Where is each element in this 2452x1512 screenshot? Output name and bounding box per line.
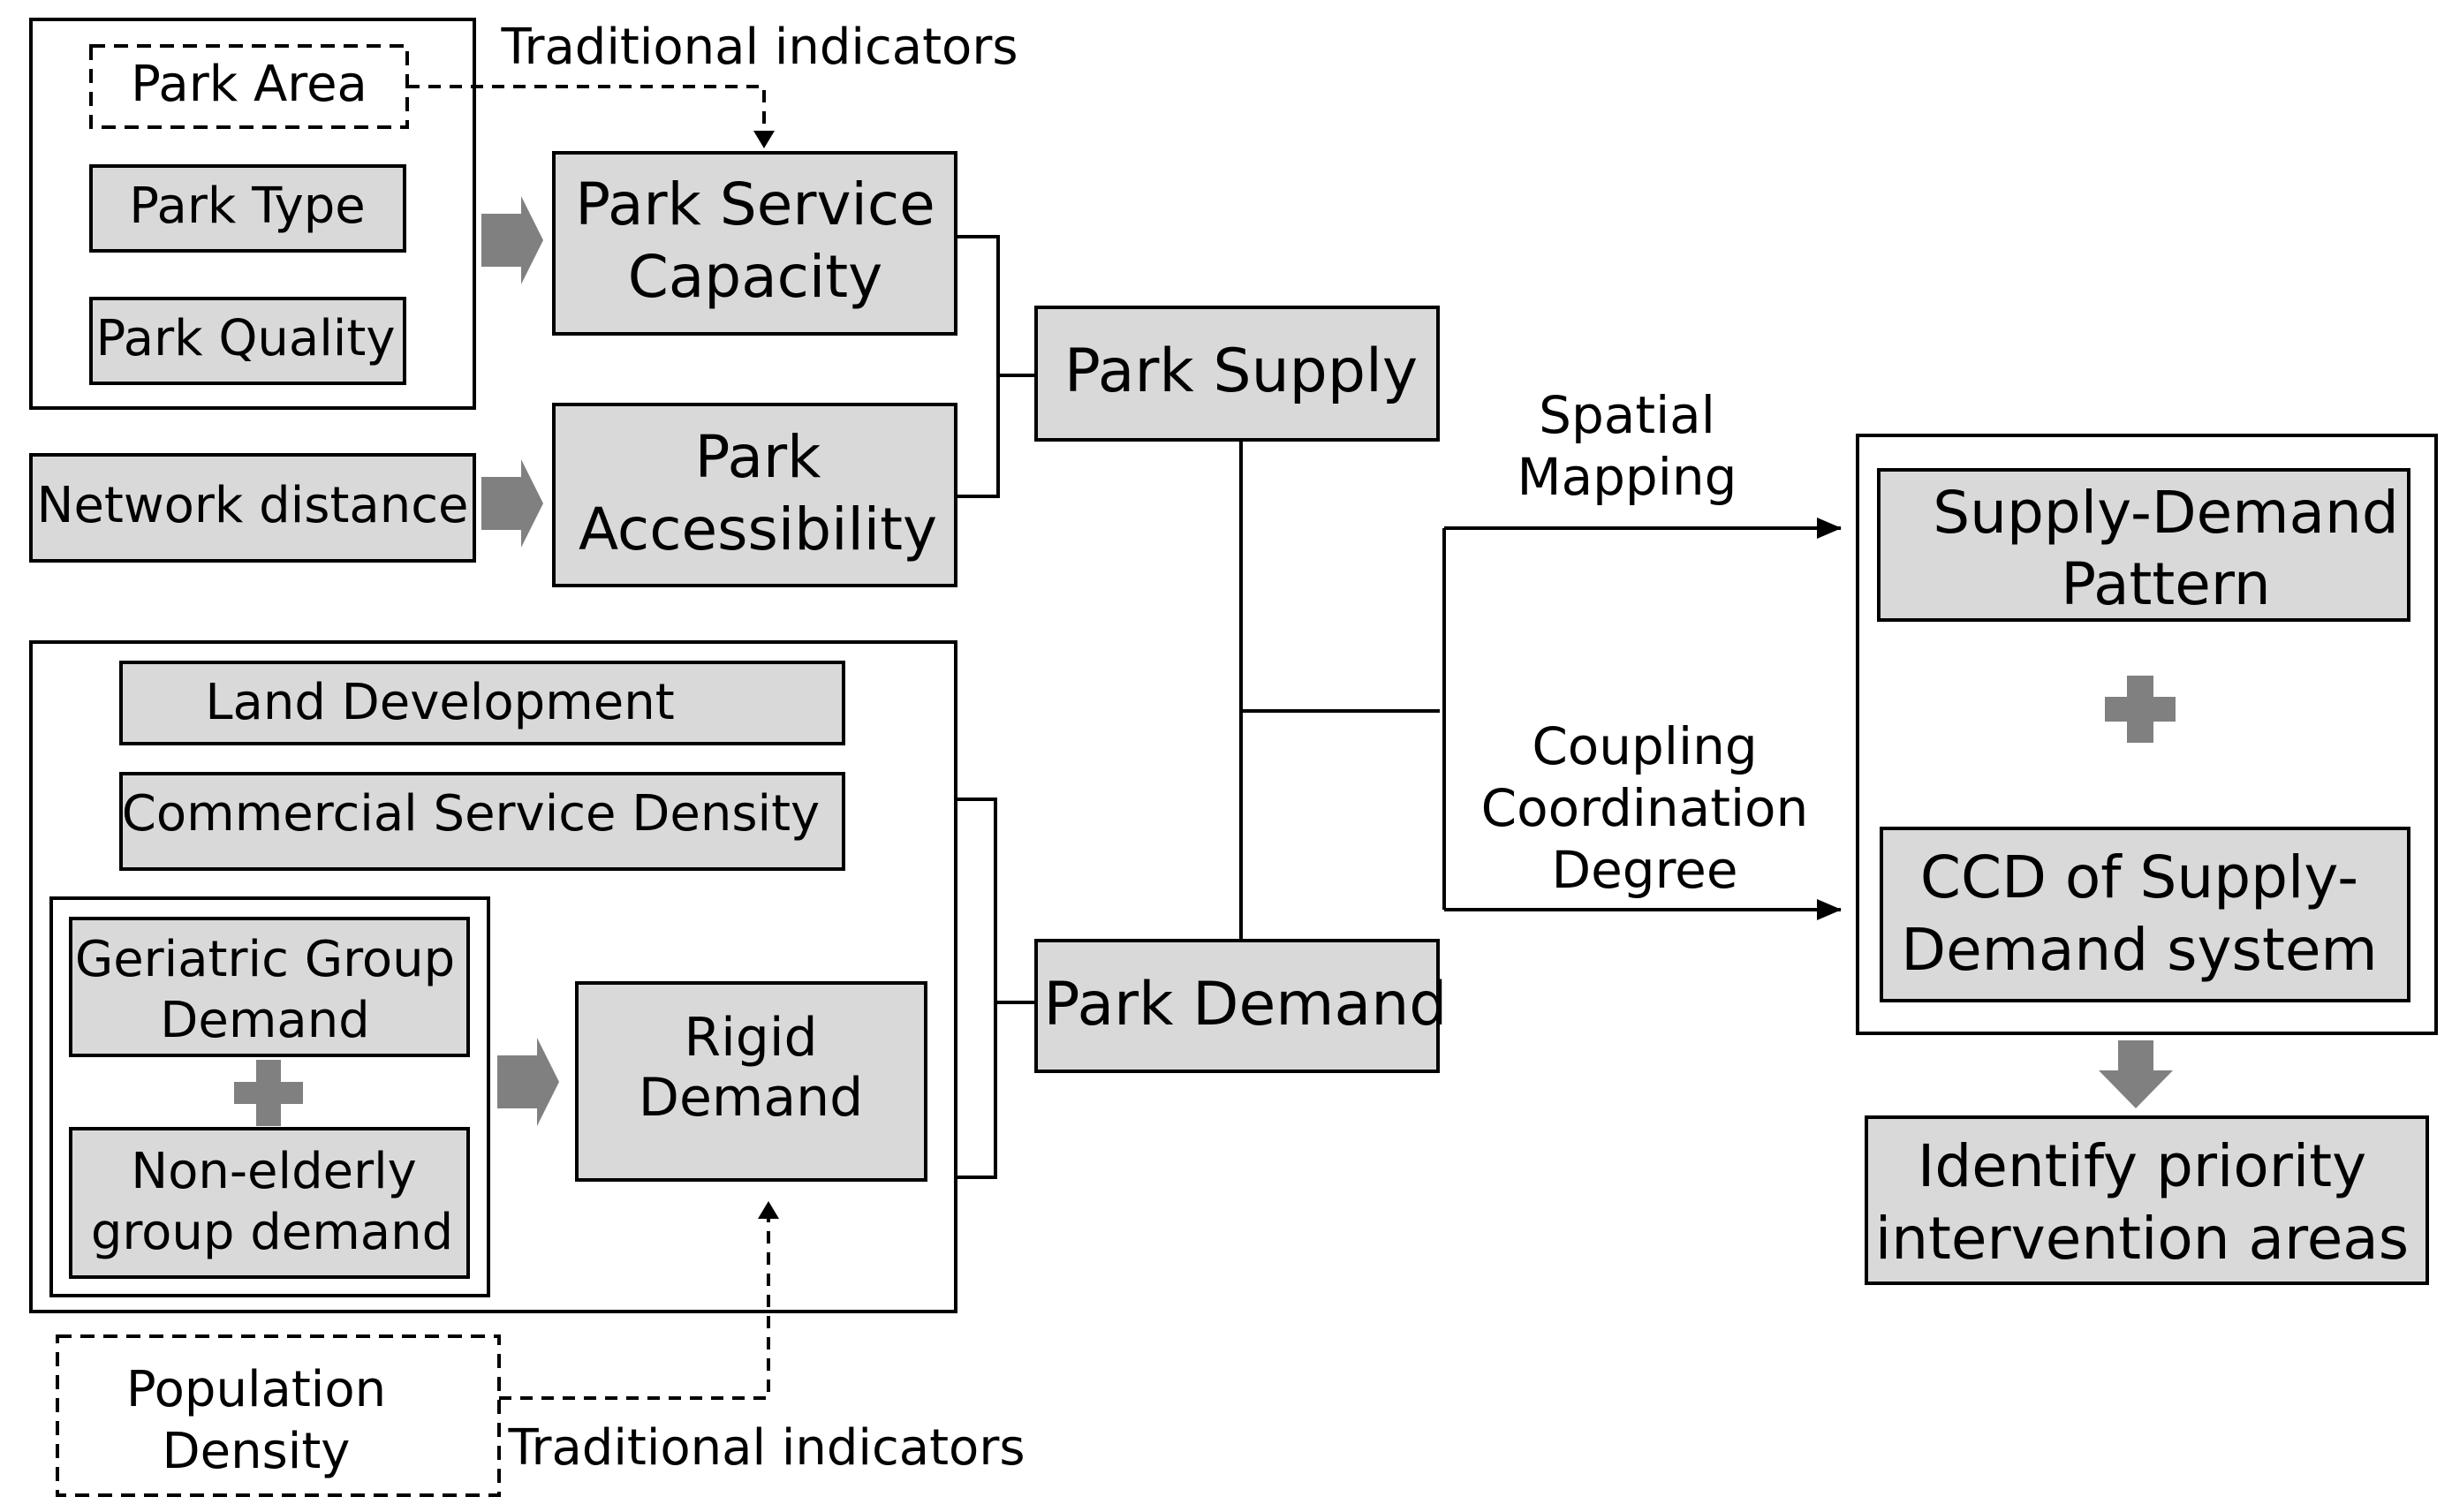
park-quality-label: Park Quality — [96, 310, 396, 367]
priority-intervention-areas-node: Identify priority intervention areas — [1865, 1115, 2429, 1285]
park-accessibility-line1: Park — [695, 423, 821, 491]
traditional-indicators-top-label: Traditional indicators — [500, 19, 1018, 76]
non-elderly-demand-line1: Non-elderly — [131, 1143, 417, 1200]
population-density-node: Population Density — [56, 1334, 501, 1497]
supply-demand-pattern-node: Supply-Demand Pattern — [1877, 468, 2410, 622]
rigid-demand-line1: Rigid — [684, 1007, 817, 1069]
park-area-node: Park Area — [89, 44, 409, 129]
park-service-capacity-line1: Park Service — [575, 170, 935, 238]
supply-bracket — [956, 235, 1000, 498]
non-elderly-demand-line2: group demand — [91, 1204, 453, 1261]
geriatric-demand-line2: Demand — [160, 992, 369, 1049]
commercial-service-density-label: Commercial Service Density — [122, 785, 820, 843]
spatial-mapping-line1: Spatial — [1539, 385, 1715, 445]
park-accessibility-line2: Accessibility — [579, 495, 937, 563]
geriatric-demand-line1: Geriatric Group — [75, 931, 455, 988]
population-groups-frame — [49, 896, 490, 1297]
supply-demand-pattern-line1: Supply-Demand — [1933, 479, 2398, 547]
park-supply-node: Park Supply — [1034, 306, 1440, 442]
arrow-to-rigid-demand — [497, 1038, 559, 1126]
park-demand-node: Park Demand — [1034, 939, 1448, 1073]
demand-factors-frame — [29, 640, 957, 1313]
park-service-capacity-node: Park Service Capacity — [552, 151, 957, 336]
land-development-node: Land Development — [119, 661, 845, 745]
land-development-label: Land Development — [205, 674, 674, 731]
ccd-method-line3: Degree — [1551, 840, 1737, 900]
park-supply-label: Park Supply — [1064, 336, 1418, 406]
non-elderly-group-demand-node: Non-elderly group demand — [69, 1127, 470, 1279]
park-service-capacity-line2: Capacity — [628, 243, 882, 311]
demand-bracket — [956, 798, 997, 1179]
park-type-label: Park Type — [129, 178, 365, 235]
park-accessibility-node: Park Accessibility — [552, 403, 957, 587]
arrow-to-service-capacity — [481, 196, 543, 284]
park-demand-label: Park Demand — [1044, 970, 1448, 1040]
priority-areas-line2: intervention areas — [1875, 1205, 2409, 1273]
arrow-to-priority-areas — [2099, 1040, 2173, 1108]
population-density-line1: Population — [126, 1361, 386, 1418]
supply-demand-pattern-line2: Pattern — [2061, 550, 2270, 618]
park-attributes-frame — [29, 18, 476, 410]
traditional-indicator-link-bottom — [499, 1217, 770, 1400]
traditional-indicator-arrowhead-bottom — [758, 1201, 779, 1219]
network-distance-node: Network distance — [29, 453, 476, 563]
traditional-indicator-arrowhead-top — [753, 131, 775, 148]
park-area-label: Park Area — [131, 56, 367, 113]
priority-areas-line1: Identify priority — [1918, 1132, 2366, 1200]
rigid-demand-line2: Demand — [639, 1067, 863, 1129]
ccd-method-line2: Coordination — [1481, 778, 1809, 838]
spatial-mapping-line2: Mapping — [1517, 447, 1737, 507]
park-quality-node: Park Quality — [89, 297, 406, 385]
traditional-indicators-bottom-label: Traditional indicators — [507, 1419, 1025, 1477]
traditional-indicator-link-top — [407, 85, 766, 132]
commercial-service-density-node: Commercial Service Density — [119, 772, 845, 871]
ccd-system-line2: Demand system — [1901, 916, 2377, 984]
network-distance-label: Network distance — [37, 477, 469, 534]
results-frame — [1856, 434, 2438, 1035]
ccd-method-line1: Coupling — [1532, 716, 1757, 776]
park-type-node: Park Type — [89, 164, 406, 253]
ccd-system-line1: CCD of Supply- — [1920, 843, 2358, 911]
plus-icon-results — [2105, 676, 2176, 743]
rigid-demand-node: Rigid Demand — [575, 981, 927, 1182]
plus-icon-population-groups — [234, 1060, 303, 1126]
geriatric-group-demand-node: Geriatric Group Demand — [69, 917, 470, 1057]
ccd-supply-demand-system-node: CCD of Supply- Demand system — [1880, 827, 2410, 1002]
population-density-line2: Density — [163, 1423, 351, 1480]
arrow-to-accessibility — [481, 459, 543, 548]
